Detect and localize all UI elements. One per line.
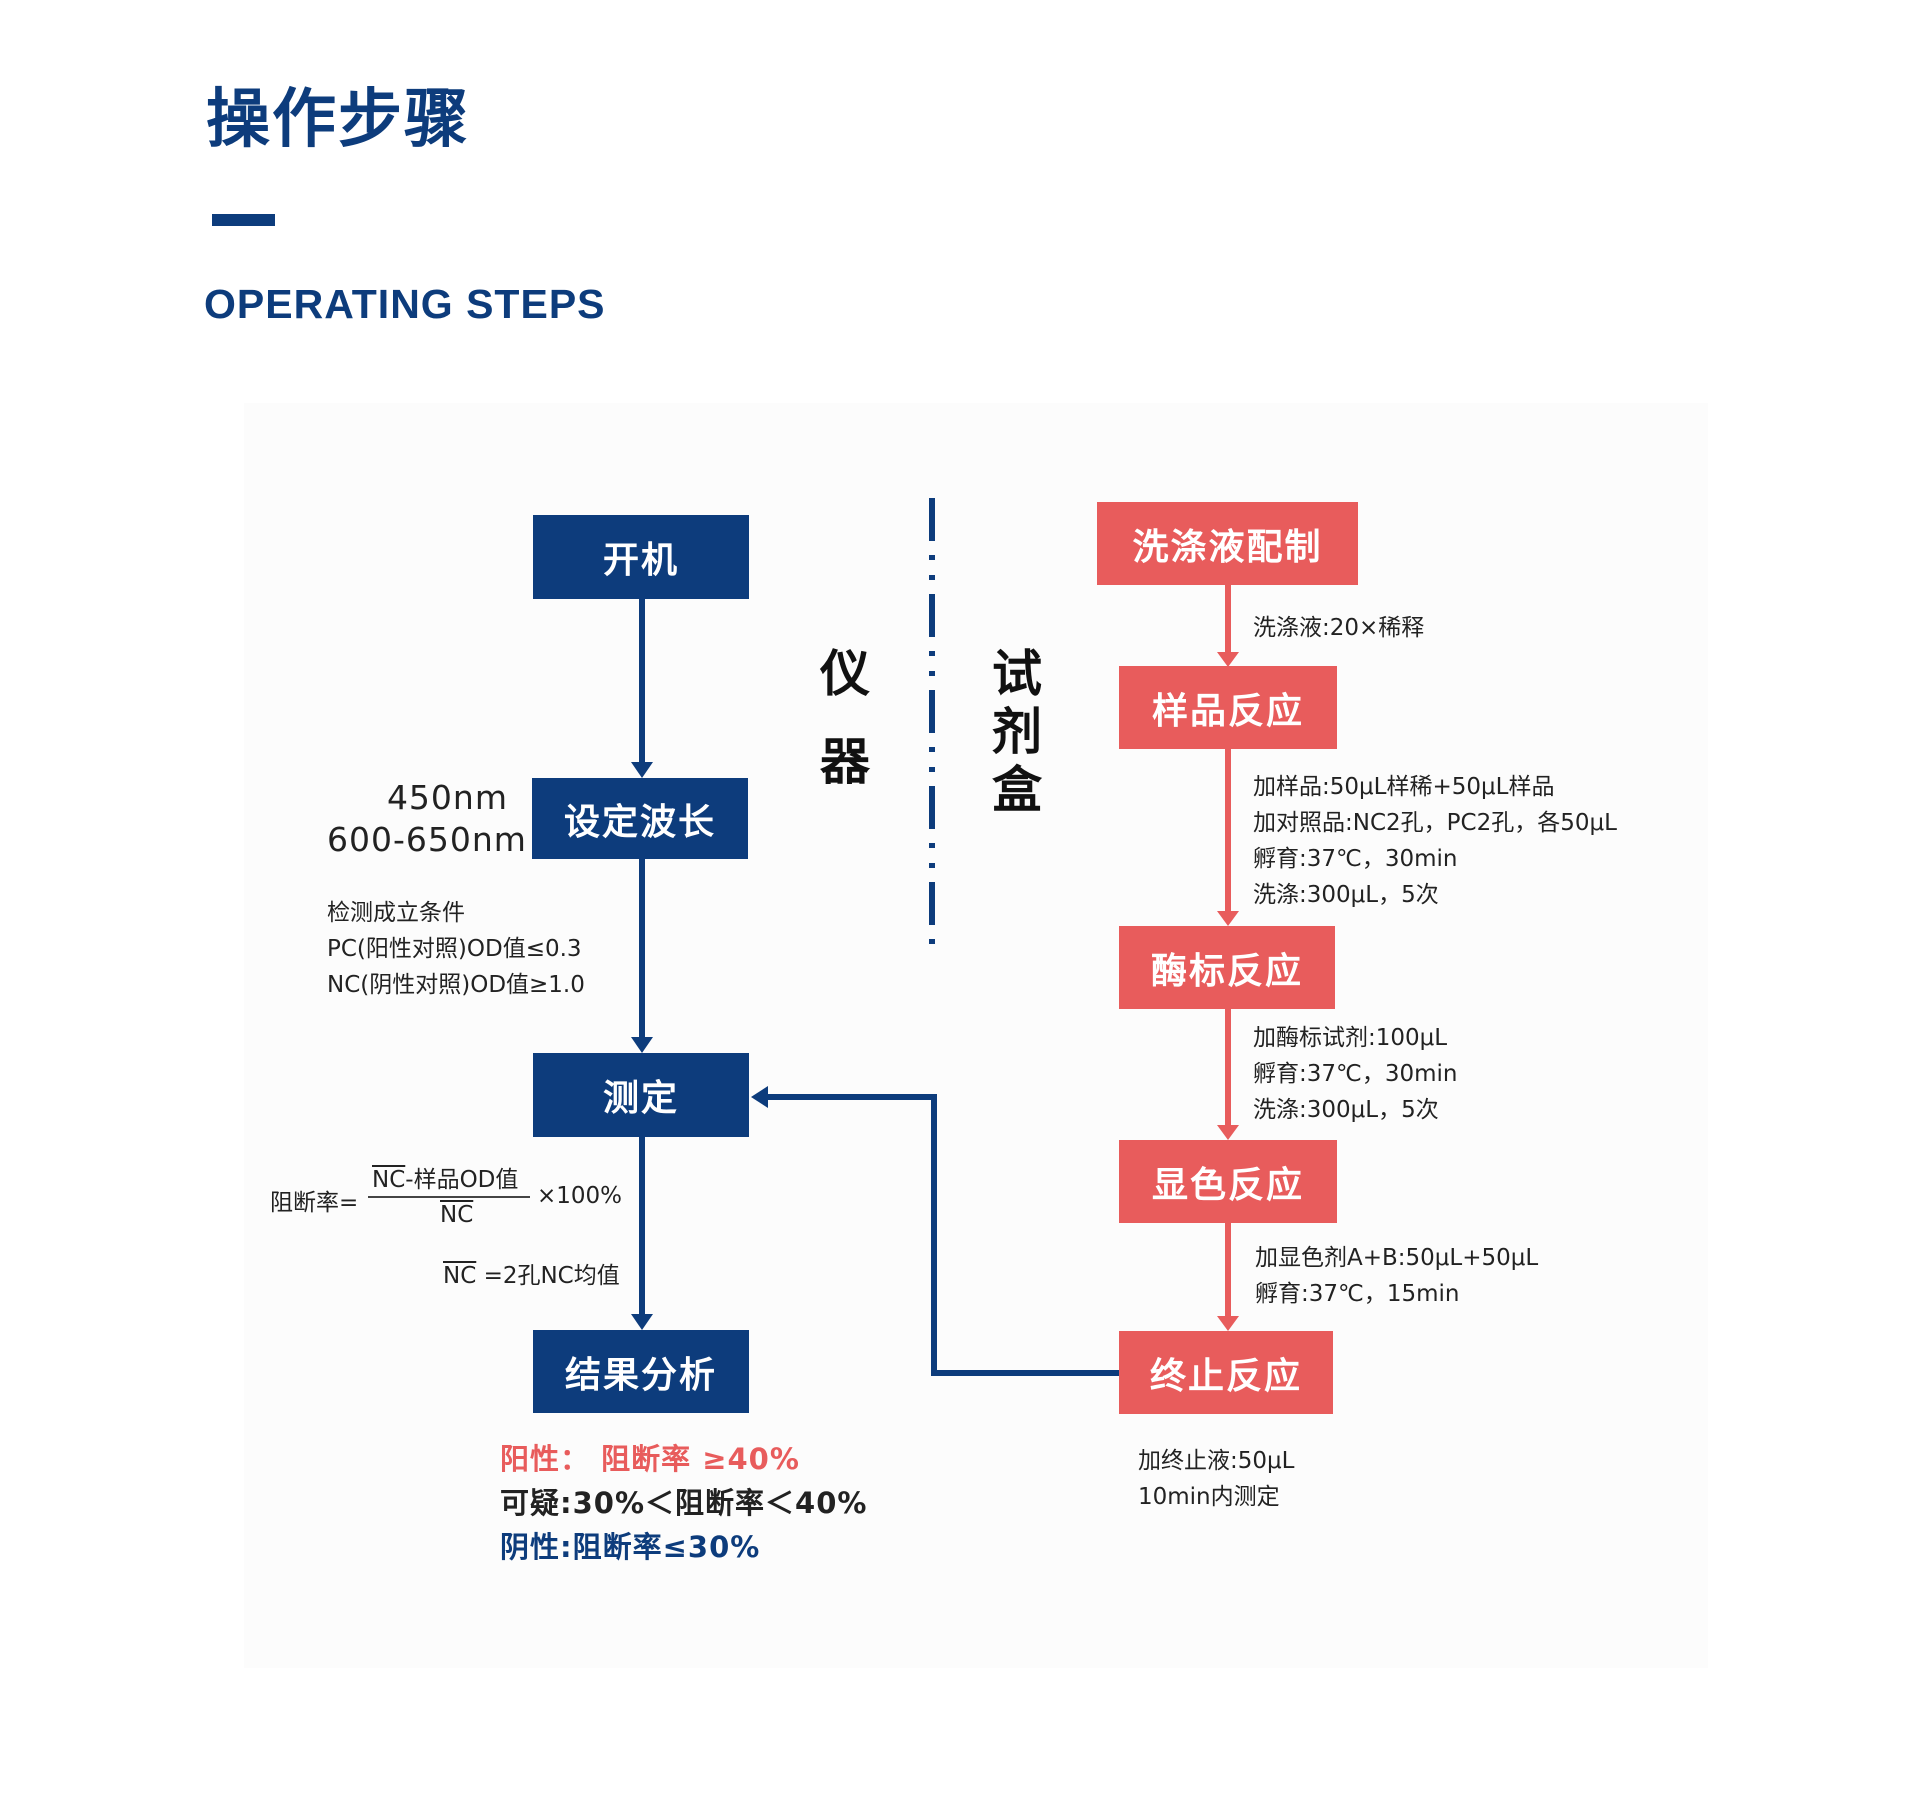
note-line: 加显色剂A+B:50μL+50μL	[1255, 1245, 1539, 1271]
result-positive: 阳性： 阻断率 ≥40%	[500, 1442, 800, 1476]
wavelength-reference: 600-650nm	[327, 820, 527, 859]
note-line: 孵育:37℃，15min	[1255, 1281, 1460, 1307]
arrowhead	[631, 1037, 653, 1053]
note-line: 10min内测定	[1138, 1484, 1280, 1510]
formula-multiplier: ×100%	[537, 1183, 623, 1209]
definition-text: =2孔NC均值	[476, 1263, 620, 1289]
validity-conditions: 检测成立条件 PC(阳性对照)OD值≤0.3 NC(阴性对照)OD值≥1.0	[327, 895, 585, 1003]
formula-denominator: NC	[440, 1202, 473, 1228]
note-line: 洗涤液:20×稀释	[1253, 615, 1425, 641]
arrowhead	[631, 1314, 653, 1330]
title-divider	[212, 214, 275, 226]
formula-numerator: NC-样品OD值	[372, 1160, 518, 1194]
numerator-text: -样品OD值	[405, 1167, 519, 1193]
step-set-wavelength: 设定波长	[532, 778, 748, 859]
flowchart-panel	[244, 403, 1708, 1668]
notes-wash-prep: 洗涤液:20×稀释	[1253, 610, 1424, 646]
note-line: 洗涤:300μL，5次	[1253, 882, 1439, 908]
note-line: 加酶标试剂:100μL	[1253, 1025, 1448, 1051]
wavelength-primary: 450nm	[386, 778, 508, 817]
notes-stop-reaction: 加终止液:50μL 10min内测定	[1138, 1443, 1294, 1515]
lane-label-instrument: 仪 器	[815, 645, 875, 791]
note-line: 孵育:37℃，30min	[1253, 1061, 1458, 1087]
arrowhead	[631, 762, 653, 778]
validity-title: 检测成立条件	[327, 900, 465, 926]
step-sample-reaction: 样品反应	[1119, 666, 1337, 749]
arrowhead	[1217, 652, 1239, 667]
reagent-arrows	[1217, 585, 1239, 1331]
note-line: 加终止液:50μL	[1138, 1448, 1295, 1474]
note-line: 加样品:50μL样稀+50μL样品	[1253, 774, 1555, 800]
step-stop-reaction: 终止反应	[1119, 1331, 1333, 1414]
arrowhead	[1217, 1316, 1239, 1331]
nc-mean: NC	[372, 1167, 406, 1193]
formula-lhs: 阻断率=	[270, 1190, 359, 1216]
note-line: 洗涤:300μL，5次	[1253, 1097, 1439, 1123]
page-subtitle: OPERATING STEPS	[204, 281, 606, 327]
step-wash-prep: 洗涤液配制	[1097, 502, 1358, 585]
notes-color-reaction: 加显色剂A+B:50μL+50μL 孵育:37℃，15min	[1255, 1240, 1538, 1312]
notes-enzyme-reaction: 加酶标试剂:100μL 孵育:37℃，30min 洗涤:300μL，5次	[1253, 1020, 1457, 1128]
instrument-arrows	[631, 599, 653, 1330]
step-result-analysis: 结果分析	[533, 1330, 749, 1413]
lane-char: 盒	[992, 761, 1042, 819]
note-line: 孵育:37℃，30min	[1253, 846, 1458, 872]
arrowhead	[751, 1086, 768, 1108]
page-title: 操作步骤	[206, 83, 470, 157]
lane-label-reagent: 试 剂 盒	[987, 645, 1047, 819]
lane-char: 剂	[992, 703, 1042, 761]
notes-sample-reaction: 加样品:50μL样稀+50μL样品 加对照品:NC2孔，PC2孔，各50μL 孵…	[1253, 769, 1617, 913]
arrowhead	[1217, 1125, 1239, 1140]
lane-char: 器	[820, 733, 870, 791]
nc-mean: NC	[440, 1202, 474, 1228]
validity-line: NC(阴性对照)OD值≥1.0	[327, 972, 585, 998]
lane-char: 仪	[820, 645, 870, 703]
result-suspicious: 可疑:30%＜阻断率＜40%	[500, 1486, 868, 1520]
note-line: 加对照品:NC2孔，PC2孔，各50μL	[1253, 810, 1617, 836]
step-enzyme-reaction: 酶标反应	[1119, 926, 1335, 1009]
step-power-on: 开机	[533, 515, 749, 599]
return-arrow	[751, 1086, 1119, 1376]
nc-mean: NC	[443, 1263, 477, 1289]
lane-char: 试	[992, 645, 1042, 703]
fraction-bar	[368, 1196, 530, 1198]
result-negative: 阴性:阻断率≤30%	[500, 1530, 761, 1564]
validity-line: PC(阳性对照)OD值≤0.3	[327, 936, 582, 962]
formula-definition: NC =2孔NC均值	[443, 1256, 620, 1290]
step-measure: 测定	[533, 1053, 749, 1137]
arrowhead	[1217, 911, 1239, 926]
step-color-reaction: 显色反应	[1119, 1140, 1337, 1223]
